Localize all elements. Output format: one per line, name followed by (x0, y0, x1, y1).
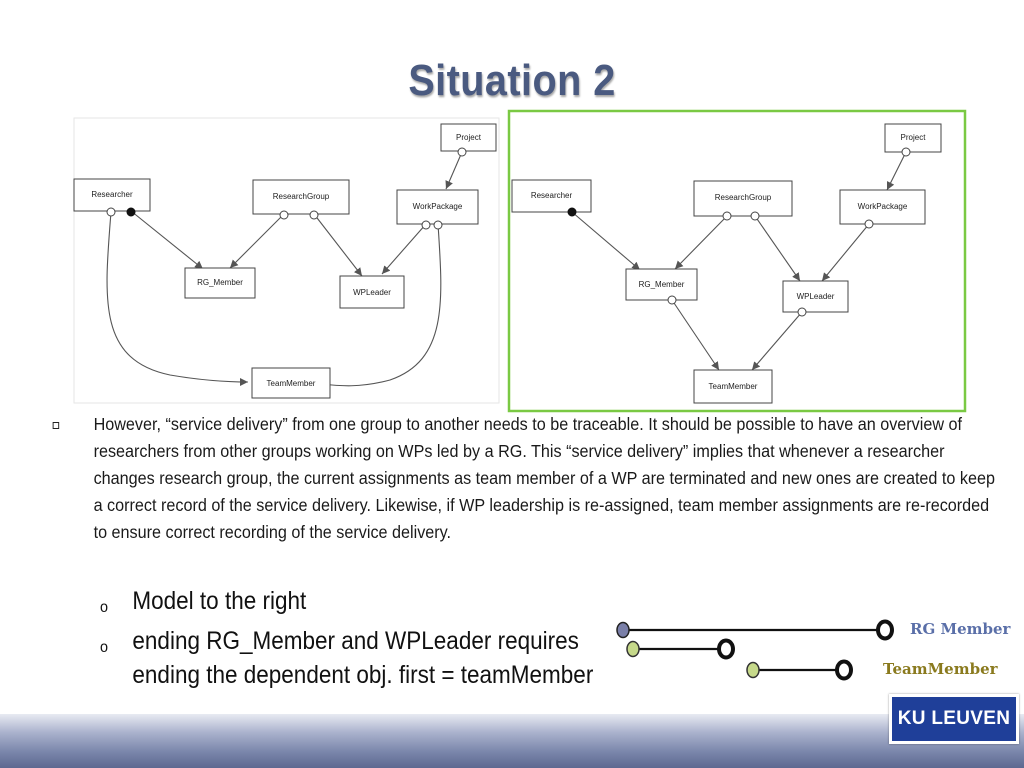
sub-bullet-text-line-2: ending the dependent obj. first = teamMe… (132, 661, 594, 689)
port-open (667, 295, 677, 305)
right-node-wpleader: WPLeader (782, 280, 849, 313)
bullet-text: However, “service delivery” from one gro… (93, 414, 995, 542)
port-open (722, 211, 732, 221)
svg-text:ResearchGroup: ResearchGroup (715, 193, 772, 202)
highlight-frame (507, 109, 967, 413)
rg-member-end-marker (876, 619, 894, 641)
teammember-start-marker-1 (626, 640, 640, 658)
edge-researcher-rgmember (571, 211, 641, 271)
left-node-rgmember: RG_Member (184, 267, 256, 299)
edge-workpackage-teammember (320, 223, 442, 389)
left-node-workpackage: WorkPackage (396, 189, 479, 225)
edge-researchgroup-rgmember (229, 213, 285, 269)
edge-researchgroup-rgmember (674, 215, 728, 270)
svg-text:TeamMember: TeamMember (709, 382, 758, 391)
edge-workpackage-wpleader (381, 223, 427, 275)
ku-leuven-logo: KU LEUVEN (889, 694, 1019, 744)
port-open (797, 307, 807, 317)
svg-text:Researcher: Researcher (91, 190, 133, 199)
port-open (106, 207, 116, 217)
square-bullet-icon (52, 422, 60, 429)
bullet-item: However, “service delivery” from one gro… (48, 411, 996, 546)
left-node-researchgroup: ResearchGroup (252, 179, 350, 215)
svg-text:ResearchGroup: ResearchGroup (273, 192, 330, 201)
right-node-project: Project (884, 123, 942, 153)
slide-title: Situation 2 (408, 56, 616, 105)
port-open (864, 219, 874, 229)
edge-project-workpackage (445, 151, 463, 190)
svg-text:Project: Project (456, 133, 482, 142)
left-node-researcher: Researcher (73, 178, 151, 212)
footer-band (0, 714, 1024, 768)
right-node-researcher: Researcher (511, 179, 592, 213)
port-open (750, 211, 760, 221)
right-node-teammember: TeamMember (693, 369, 773, 404)
edge-wpleader-teammember (751, 311, 803, 371)
port-open (457, 147, 467, 157)
teammember-end-marker-2 (835, 659, 853, 681)
left-node-project: Project (440, 123, 497, 152)
svg-text:WPLeader: WPLeader (797, 292, 835, 301)
left-diagram: Project Researcher ResearchGroup WorkPac… (73, 117, 500, 404)
port-open (433, 220, 443, 230)
left-node-wpleader: WPLeader (339, 275, 405, 309)
right-node-rgmember: RG_Member (625, 268, 698, 301)
svg-text:TeamMember: TeamMember (267, 379, 316, 388)
right-node-researchgroup: ResearchGroup (693, 180, 793, 217)
svg-text:Researcher: Researcher (531, 191, 573, 200)
svg-text:WPLeader: WPLeader (353, 288, 391, 297)
sub-bullet-text-line-1: ending RG_Member and WPLeader requires (132, 627, 579, 655)
edge-researchgroup-wpleader (754, 215, 801, 282)
sub-bullet-text: Model to the right (132, 587, 307, 615)
edge-rgmember-teammember (671, 299, 720, 371)
svg-text:RG_Member: RG_Member (197, 278, 243, 287)
svg-text:Project: Project (901, 133, 927, 142)
teammember-start-marker-2 (746, 661, 760, 679)
lifeline-legend (616, 619, 894, 681)
left-node-teammember: TeamMember (251, 367, 331, 399)
edge-researcher-rgmember (130, 210, 204, 270)
port-filled (126, 207, 136, 217)
svg-text:WorkPackage: WorkPackage (413, 202, 463, 211)
bullet-list: However, “service delivery” from one gro… (48, 411, 995, 546)
port-open (901, 147, 911, 157)
sub-bullet-marker: o (100, 639, 109, 656)
right-diagram: Project Researcher ResearchGroup WorkPac… (507, 109, 967, 413)
legend-rg-member-label: RG Member (910, 620, 1011, 638)
rg-member-start-marker (616, 621, 630, 639)
edge-project-workpackage (886, 151, 907, 191)
edge-researchgroup-wpleader (313, 213, 363, 277)
right-node-workpackage: WorkPackage (839, 189, 926, 225)
edge-workpackage-wpleader (821, 223, 870, 282)
port-filled (567, 207, 577, 217)
edge-researcher-teammember (106, 211, 249, 386)
port-open (421, 220, 431, 230)
sub-bullet-marker: o (100, 599, 109, 616)
port-open (309, 210, 319, 220)
svg-text:RG_Member: RG_Member (639, 280, 685, 289)
port-open (279, 210, 289, 220)
svg-text:WorkPackage: WorkPackage (858, 202, 908, 211)
legend-teammember-label: TeamMember (883, 660, 998, 678)
teammember-end-marker-1 (717, 638, 735, 660)
